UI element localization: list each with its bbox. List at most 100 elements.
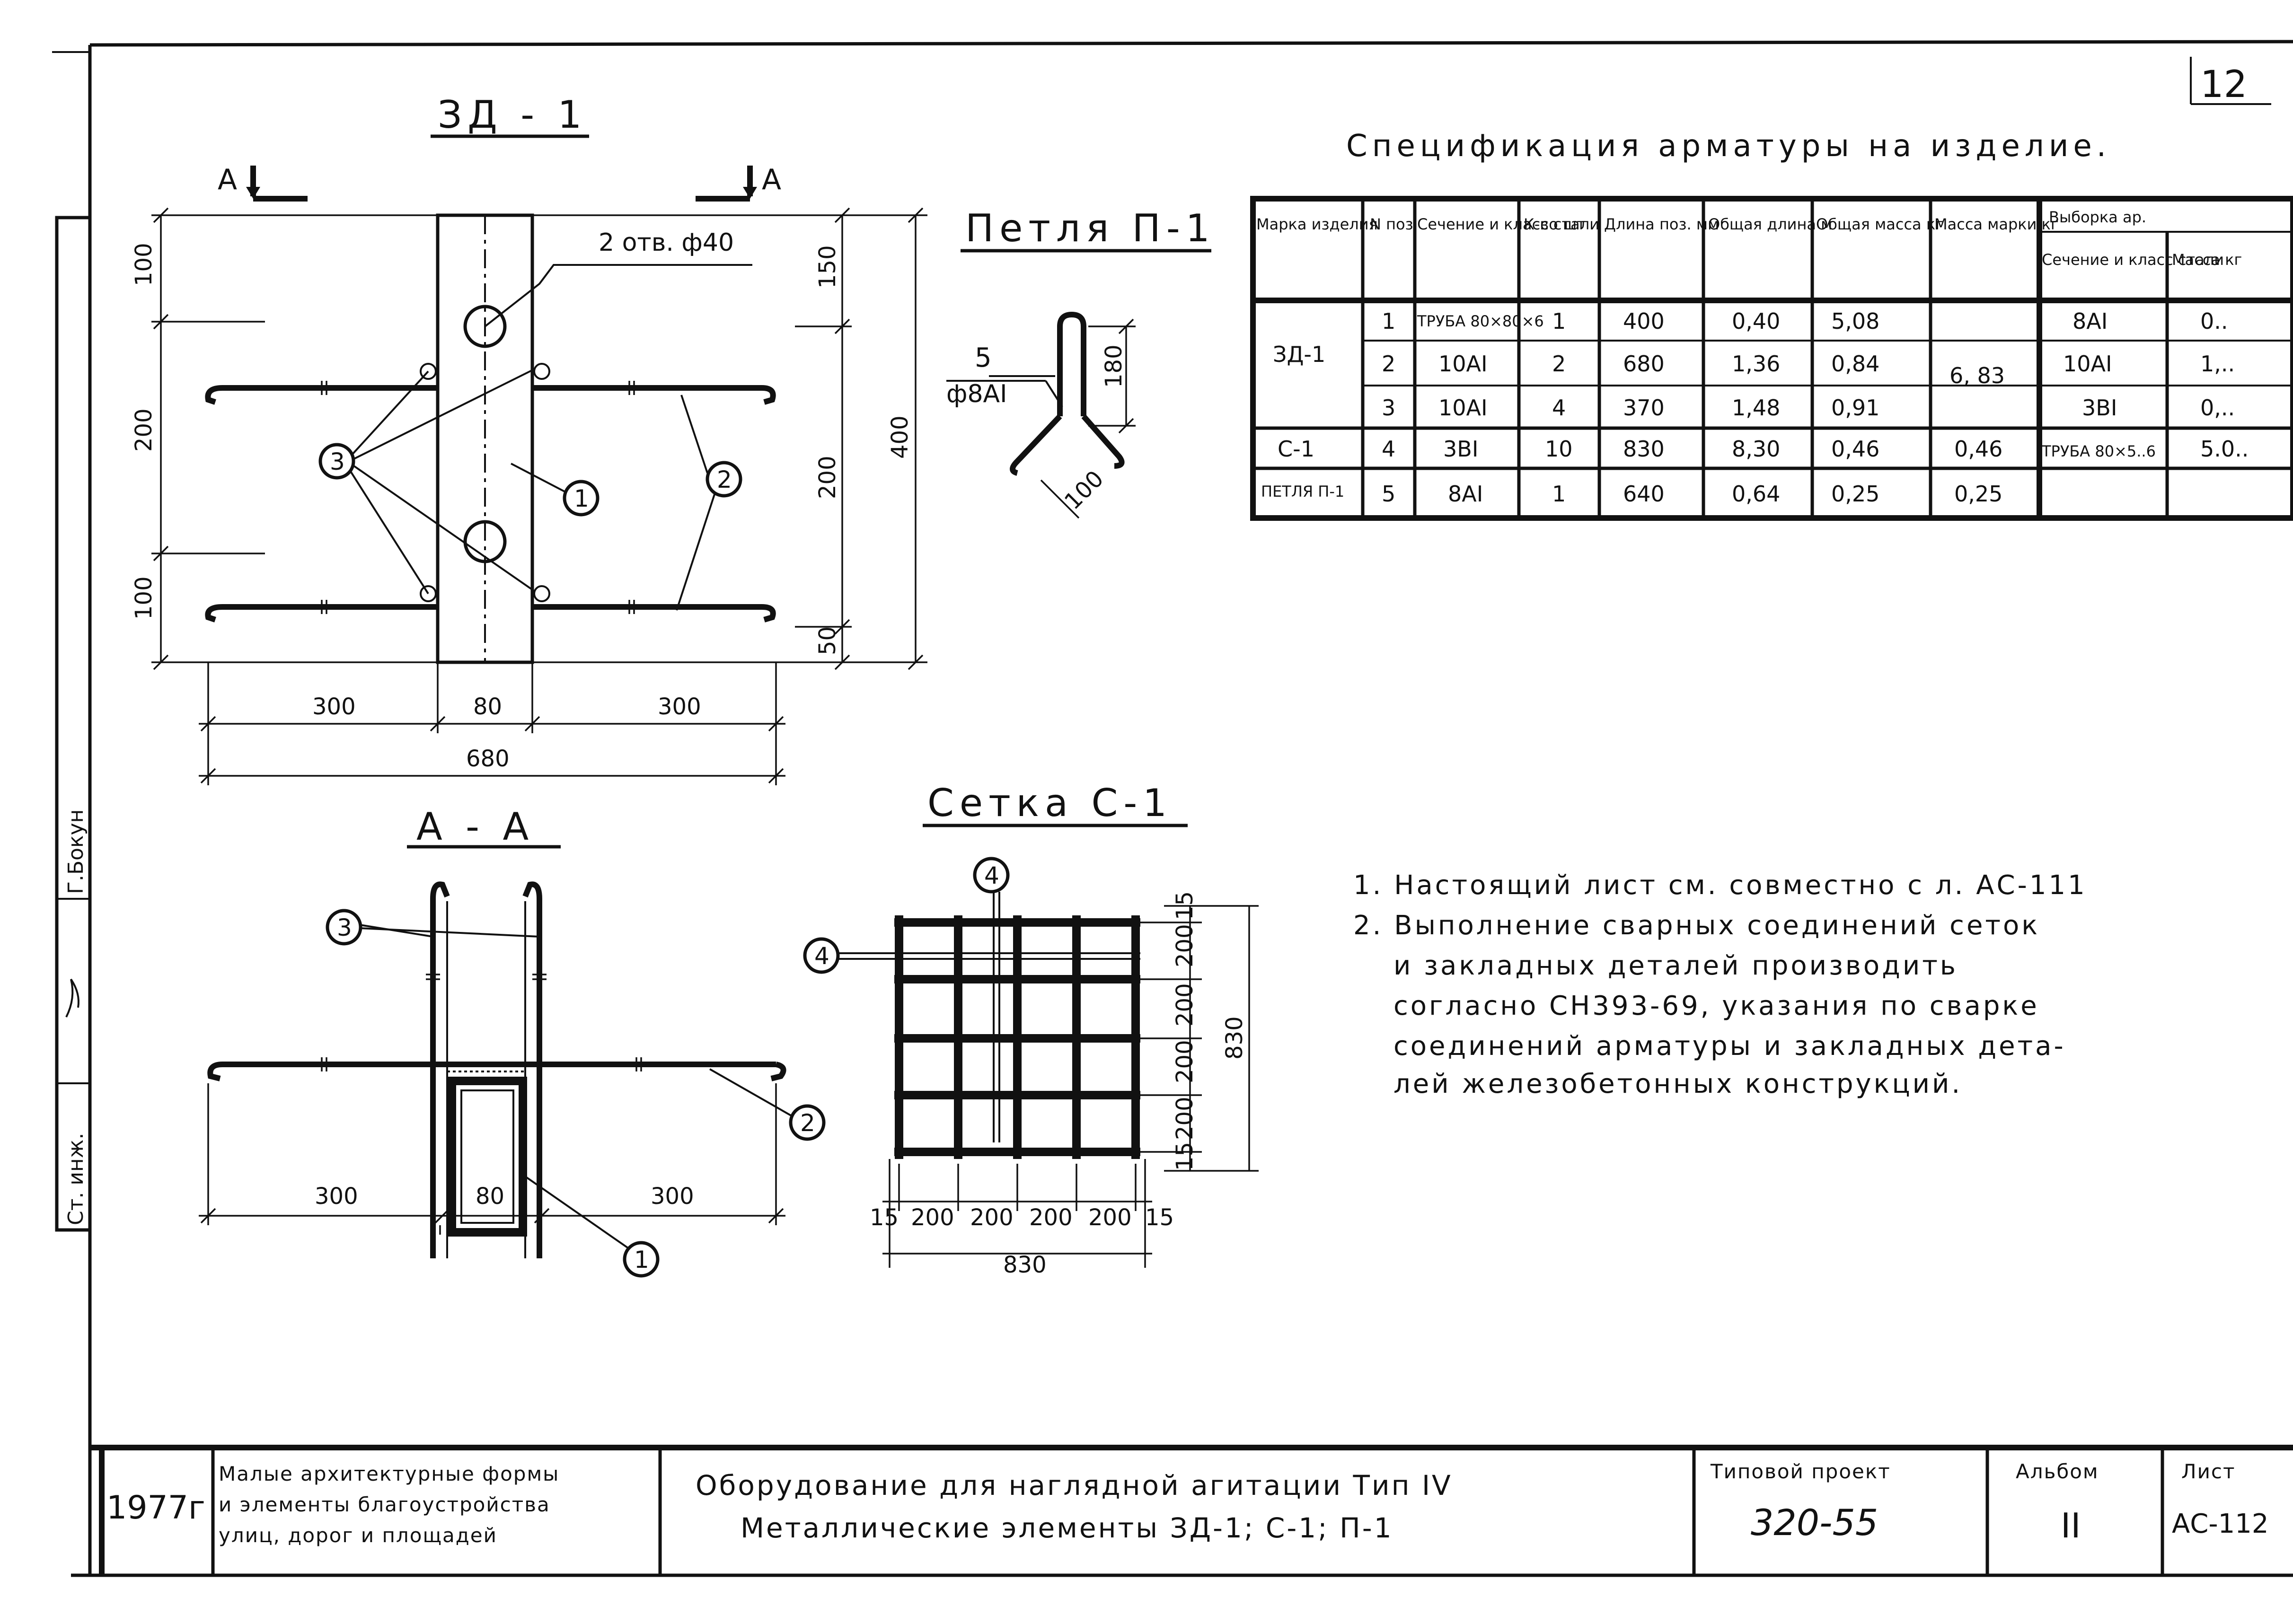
note-line-2: 2. Выполнение сварных соединений сеток bbox=[1353, 910, 2040, 941]
balloon-2-plan: 2 bbox=[717, 466, 732, 493]
hdr-qty: К-во шт bbox=[1524, 215, 1586, 233]
dim-bottom-300a: 300 bbox=[312, 693, 356, 720]
mesh-dim-right-0: 15 bbox=[1172, 891, 1198, 920]
section-aa-drawing: А - А 3 2 1 bbox=[199, 805, 826, 1278]
row2-sel-section: 10АI bbox=[2063, 351, 2112, 377]
side-stamp: Г.Бокун Ст. инж. bbox=[55, 216, 92, 1232]
dim-left-100a: 100 bbox=[131, 243, 157, 286]
note-line-6: лей железобетонных конструкций. bbox=[1393, 1069, 1962, 1099]
dim-right-200: 200 bbox=[814, 456, 841, 499]
hdr-sel-mass: Масса кг bbox=[2172, 251, 2242, 269]
holes-callout: 2 отв. ф40 bbox=[599, 228, 734, 257]
row5-qty: 1 bbox=[1552, 481, 1566, 507]
balloon-4-top: 4 bbox=[984, 862, 999, 889]
hdr-mark: Марка изделия bbox=[1256, 215, 1378, 233]
mesh-dim-right-5: 15 bbox=[1172, 1142, 1198, 1171]
tb-album-value: II bbox=[2061, 1506, 2081, 1545]
loop-title: Петля П-1 bbox=[965, 206, 1216, 250]
row3-length: 370 bbox=[1623, 395, 1665, 421]
aa-bar-left bbox=[430, 881, 450, 1258]
zd1-title: ЗД - 1 bbox=[438, 93, 587, 137]
signature bbox=[65, 978, 79, 1018]
row1-sel-mass: 0.. bbox=[2200, 308, 2228, 334]
mesh-title: Сетка С-1 bbox=[927, 781, 1173, 825]
row1-mark-mass: 6, 83 bbox=[1949, 363, 2005, 388]
dim-left-100b: 100 bbox=[131, 576, 157, 620]
row2-qty: 2 bbox=[1552, 351, 1566, 377]
tb-sheet-value: АС-112 bbox=[2172, 1509, 2269, 1539]
tb-project-value: 320-55 bbox=[1751, 1501, 1878, 1544]
hdr-selection: Выборка ар. bbox=[2049, 208, 2146, 226]
hdr-total-mass: Общая масса кг bbox=[1816, 215, 1943, 233]
row3-qty: 4 bbox=[1552, 395, 1566, 421]
aa-dim-80: 80 bbox=[476, 1183, 504, 1210]
balloon-4-left: 4 bbox=[814, 942, 829, 970]
mesh-dim-right-1: 200 bbox=[1172, 924, 1198, 967]
row3-total-length: 1,48 bbox=[1732, 395, 1780, 421]
loop-drawing: Петля П-1 5 ф8АI 180 100 bbox=[946, 206, 1216, 519]
row4-qty: 10 bbox=[1545, 436, 1573, 462]
balloon-3-aa: 3 bbox=[337, 914, 352, 941]
row5-mark: ПЕТЛЯ П-1 bbox=[1261, 483, 1344, 500]
mesh-dim-right-2: 200 bbox=[1172, 983, 1198, 1027]
mesh-dim-bottom-2: 200 bbox=[970, 1204, 1014, 1231]
mesh-dim-right-3: 200 bbox=[1172, 1040, 1198, 1083]
title-block: 1977г Малые архитектурные формы и элемен… bbox=[90, 1445, 2293, 1575]
tb-title-line-1: Оборудование для наглядной агитации Тип … bbox=[696, 1469, 1453, 1501]
mesh-drawing: Сетка С-1 4 4 bbox=[803, 781, 1259, 1278]
balloon-3-plan: 3 bbox=[330, 448, 345, 475]
row1-qty: 1 bbox=[1552, 308, 1566, 334]
row2-length: 680 bbox=[1623, 351, 1665, 377]
spec-title: Спецификация арматуры на изделие. bbox=[1346, 129, 2111, 164]
notes: 1. Настоящий лист см. совместно с л. АС-… bbox=[1353, 870, 2087, 1099]
side-stamp-role: Ст. инж. bbox=[64, 1133, 88, 1225]
hole-top bbox=[463, 305, 507, 348]
row5-section: 8АI bbox=[1448, 481, 1483, 507]
mesh-dim-bottom-3: 200 bbox=[1029, 1204, 1073, 1231]
tb-title-line-2: Металлические элементы ЗД-1; С-1; П-1 bbox=[741, 1512, 1393, 1544]
row5-total-mass: 0,25 bbox=[1831, 481, 1879, 507]
mesh-grid bbox=[894, 915, 1140, 1159]
dim-right-150: 150 bbox=[814, 245, 841, 289]
mesh-dim-bottom-1: 200 bbox=[911, 1204, 954, 1231]
aa-dim-300a: 300 bbox=[315, 1183, 358, 1210]
hdr-sel-section: Сечение и класс стали bbox=[2042, 251, 2224, 269]
row4-sel-mass: 5.0.. bbox=[2200, 436, 2249, 462]
row2-total-mass: 0,84 bbox=[1831, 351, 1879, 377]
row4-mark: С-1 bbox=[1278, 436, 1314, 462]
row4-length: 830 bbox=[1623, 436, 1665, 462]
row3-pos: 3 bbox=[1382, 395, 1395, 421]
balloon-1-plan: 1 bbox=[574, 485, 589, 512]
aa-bar-right bbox=[522, 881, 542, 1258]
row4-total-length: 8,30 bbox=[1732, 436, 1780, 462]
row3-total-mass: 0,91 bbox=[1831, 395, 1879, 421]
row4-total-mass: 0,46 bbox=[1831, 436, 1879, 462]
tb-sheet-label: Лист bbox=[2181, 1460, 2235, 1483]
dim-bottom-80: 80 bbox=[473, 693, 502, 720]
page-number: 12 bbox=[2200, 63, 2247, 106]
dim-bottom-300b: 300 bbox=[658, 693, 701, 720]
note-line-1: 1. Настоящий лист см. совместно с л. АС-… bbox=[1353, 870, 2087, 901]
tb-series-3: улиц, дорог и площадей bbox=[219, 1524, 497, 1547]
row1-sel-section: 8АI bbox=[2073, 308, 2108, 334]
loop-bar-callout: ф8АI bbox=[946, 380, 1007, 408]
mesh-dim-bottom-4: 200 bbox=[1088, 1204, 1132, 1231]
row3-sel-section: 3ВI bbox=[2082, 395, 2117, 421]
hdr-section: Сечение и класс стали bbox=[1417, 215, 1599, 233]
row2-pos: 2 bbox=[1382, 351, 1395, 377]
tb-series-2: и элементы благоустройства bbox=[219, 1493, 550, 1516]
row2-section: 10АI bbox=[1438, 351, 1488, 377]
row5-total-length: 0,64 bbox=[1732, 481, 1780, 507]
tb-project-label: Типовой проект bbox=[1710, 1460, 1891, 1483]
section-aa-title: А - А bbox=[416, 805, 534, 849]
section-mark-right: А bbox=[762, 163, 781, 196]
loop-dim-100: 100 bbox=[1059, 465, 1109, 515]
hdr-mark-mass: Масса марки кг bbox=[1934, 215, 2059, 233]
row5-pos: 5 bbox=[1382, 481, 1395, 507]
dim-bottom-680: 680 bbox=[466, 746, 510, 772]
loop-dim-180: 180 bbox=[1101, 344, 1127, 388]
row5-length: 640 bbox=[1623, 481, 1665, 507]
row1-length: 400 bbox=[1623, 308, 1665, 334]
hdr-total-length: Общая длина м bbox=[1708, 215, 1832, 233]
note-line-3: и закладных деталей производить bbox=[1393, 950, 1958, 981]
